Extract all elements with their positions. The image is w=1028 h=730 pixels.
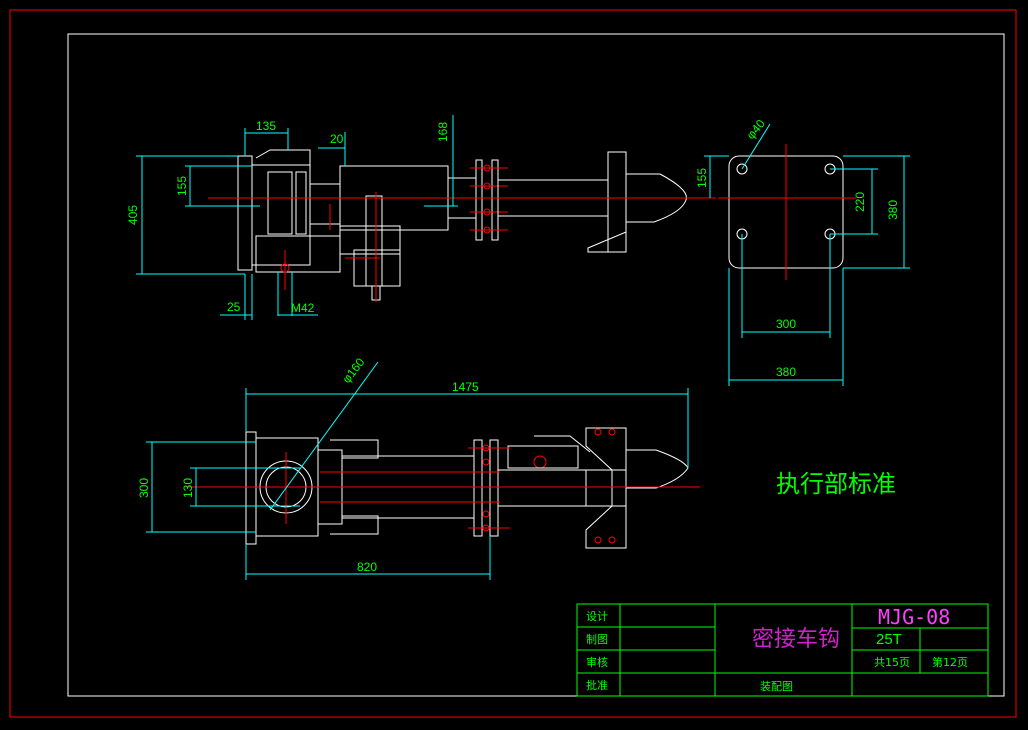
total-sheets: 共15页 xyxy=(874,656,910,669)
bottom-draw-bar xyxy=(497,469,587,507)
dim-155-end: 155 xyxy=(695,168,709,188)
dim-m42: M42 xyxy=(291,301,315,315)
outer-border xyxy=(9,9,1017,718)
bottom-coupler-frame xyxy=(585,427,627,549)
inner-border xyxy=(67,33,1005,697)
dim-300-bottom: 300 xyxy=(137,478,151,498)
dim-155-top: 155 xyxy=(175,176,189,196)
top-dimensions xyxy=(136,115,458,320)
sheet-number: 第12页 xyxy=(932,655,968,669)
dim-380-v: 380 xyxy=(886,200,900,220)
end-view xyxy=(718,144,856,280)
view-name: 装配图 xyxy=(760,680,793,693)
dim-405: 405 xyxy=(126,205,140,225)
dim-380-h: 380 xyxy=(776,365,796,379)
top-view xyxy=(208,149,716,302)
dim-135: 135 xyxy=(256,119,276,133)
tb-row-reviewer: 审核 xyxy=(586,655,608,669)
drawing-number: MJG-08 xyxy=(878,605,950,629)
dim-25: 25 xyxy=(227,300,241,314)
capacity: 25T xyxy=(876,631,902,648)
dim-220: 220 xyxy=(853,192,867,212)
top-coupler-head xyxy=(607,151,627,253)
bottom-dimensions xyxy=(146,361,689,580)
tb-row-drafter: 制图 xyxy=(586,633,608,646)
top-yoke xyxy=(251,164,311,266)
standard-note: 执行部标准 xyxy=(776,470,896,498)
title-block xyxy=(576,603,989,697)
dim-820: 820 xyxy=(357,560,377,574)
bottom-base-plate xyxy=(245,431,257,545)
end-dimensions xyxy=(704,123,910,386)
drawing-title: 密接车钩 xyxy=(752,627,840,652)
dim-130: 130 xyxy=(181,478,195,498)
bottom-coupler-hook xyxy=(626,449,689,489)
bottom-view xyxy=(186,427,700,549)
tb-row-approver: 批准 xyxy=(586,678,608,692)
dim-1475: 1475 xyxy=(452,380,479,394)
bottom-cylinder xyxy=(507,445,579,469)
tb-row-designer: 设计 xyxy=(586,610,608,623)
dim-20: 20 xyxy=(330,132,344,146)
top-base-plate xyxy=(237,155,253,271)
dim-168: 168 xyxy=(436,122,450,142)
dim-300-end: 300 xyxy=(776,317,796,331)
dim-phi40: φ40 xyxy=(744,116,769,141)
